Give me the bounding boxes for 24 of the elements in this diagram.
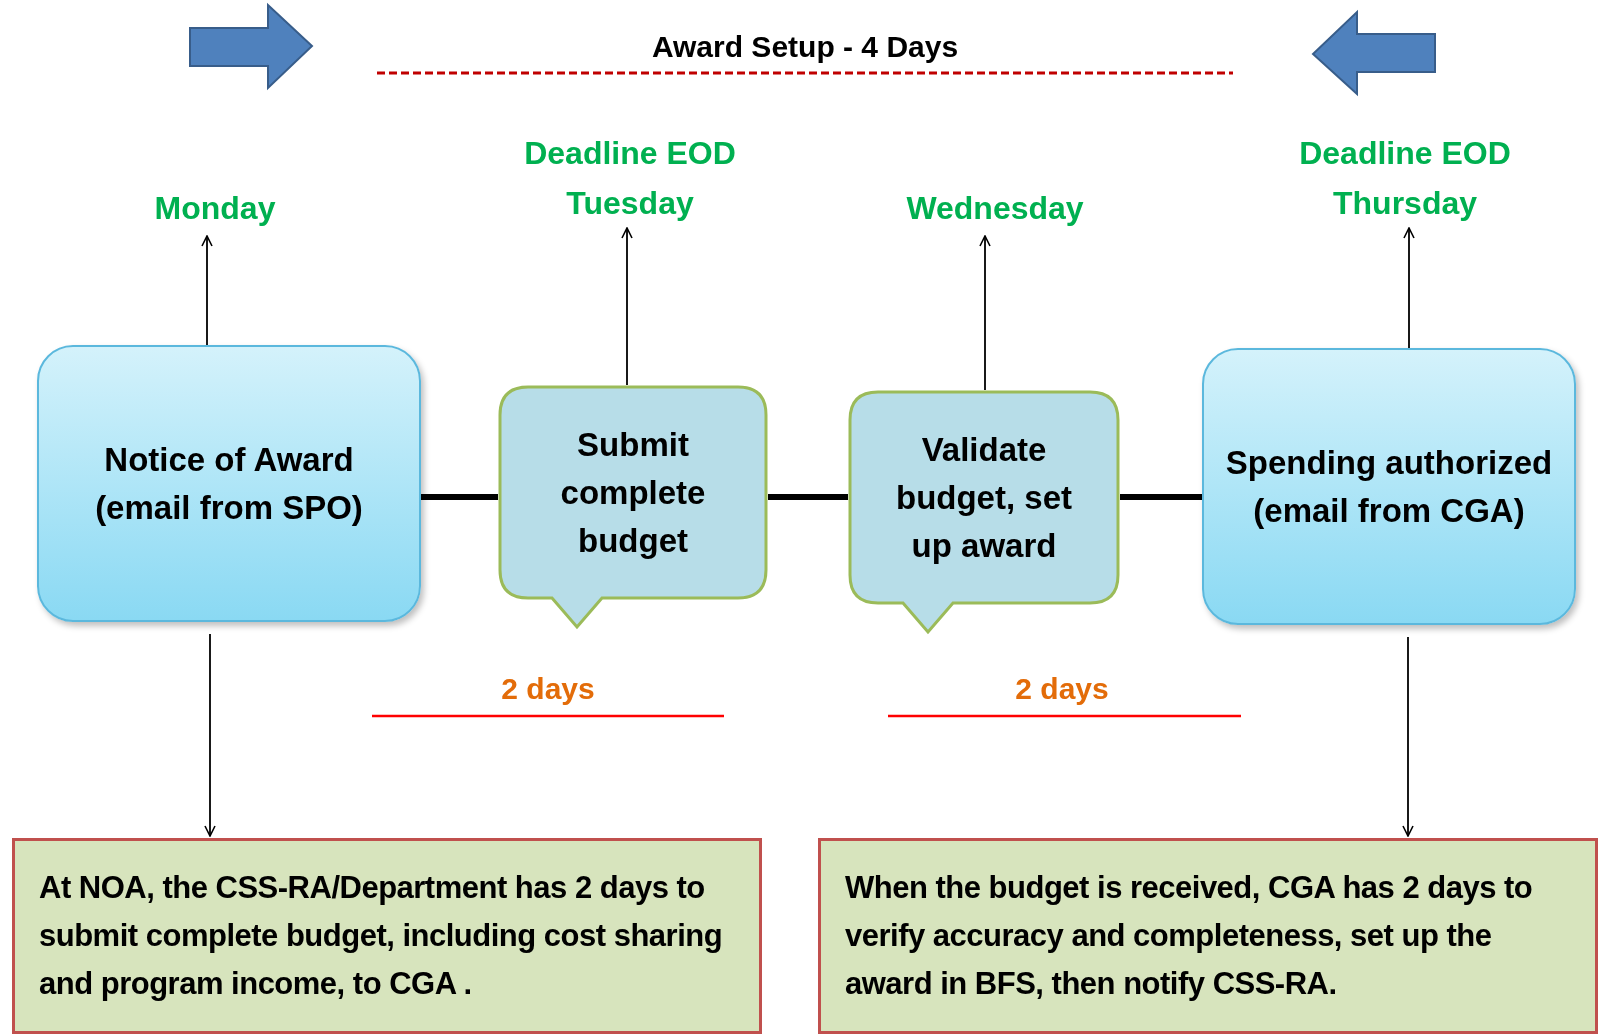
title-label: Award Setup - 4 Days (651, 30, 959, 64)
day-label: Deadline EOD Tuesday (510, 128, 750, 228)
note-box: When the budget is received, CGA has 2 days to verify accuracy and completeness, set up the award in BFS, then notify CSS-RA. (818, 838, 1598, 1034)
callout-box (498, 385, 768, 630)
arrow (1402, 636, 1414, 837)
box-text: Validate budget, set up award (895, 429, 1073, 566)
day-label: Deadline EOD Thursday (1270, 128, 1540, 228)
process-box: Notice of Award (email from SPO) (37, 345, 421, 622)
arrow (979, 235, 991, 391)
connector-line (421, 494, 498, 500)
arrow (201, 235, 213, 346)
arrow (204, 633, 216, 837)
box-text: Submit complete budget (559, 424, 707, 561)
day-label: Monday (130, 180, 300, 236)
duration-label: 2 days (1015, 672, 1109, 706)
connector-line (768, 494, 848, 500)
day-label: Wednesday (880, 180, 1110, 236)
arrow (621, 227, 633, 386)
callout-box (848, 390, 1120, 635)
duration-label: 2 days (501, 672, 595, 706)
process-box: Spending authorized (email from CGA) (1202, 348, 1576, 625)
connector-line (1120, 494, 1202, 500)
arrow (1403, 227, 1415, 349)
note-box: At NOA, the CSS-RA/Department has 2 days to submit complete budget, including cost sharing and program income, to CGA . (12, 838, 762, 1034)
